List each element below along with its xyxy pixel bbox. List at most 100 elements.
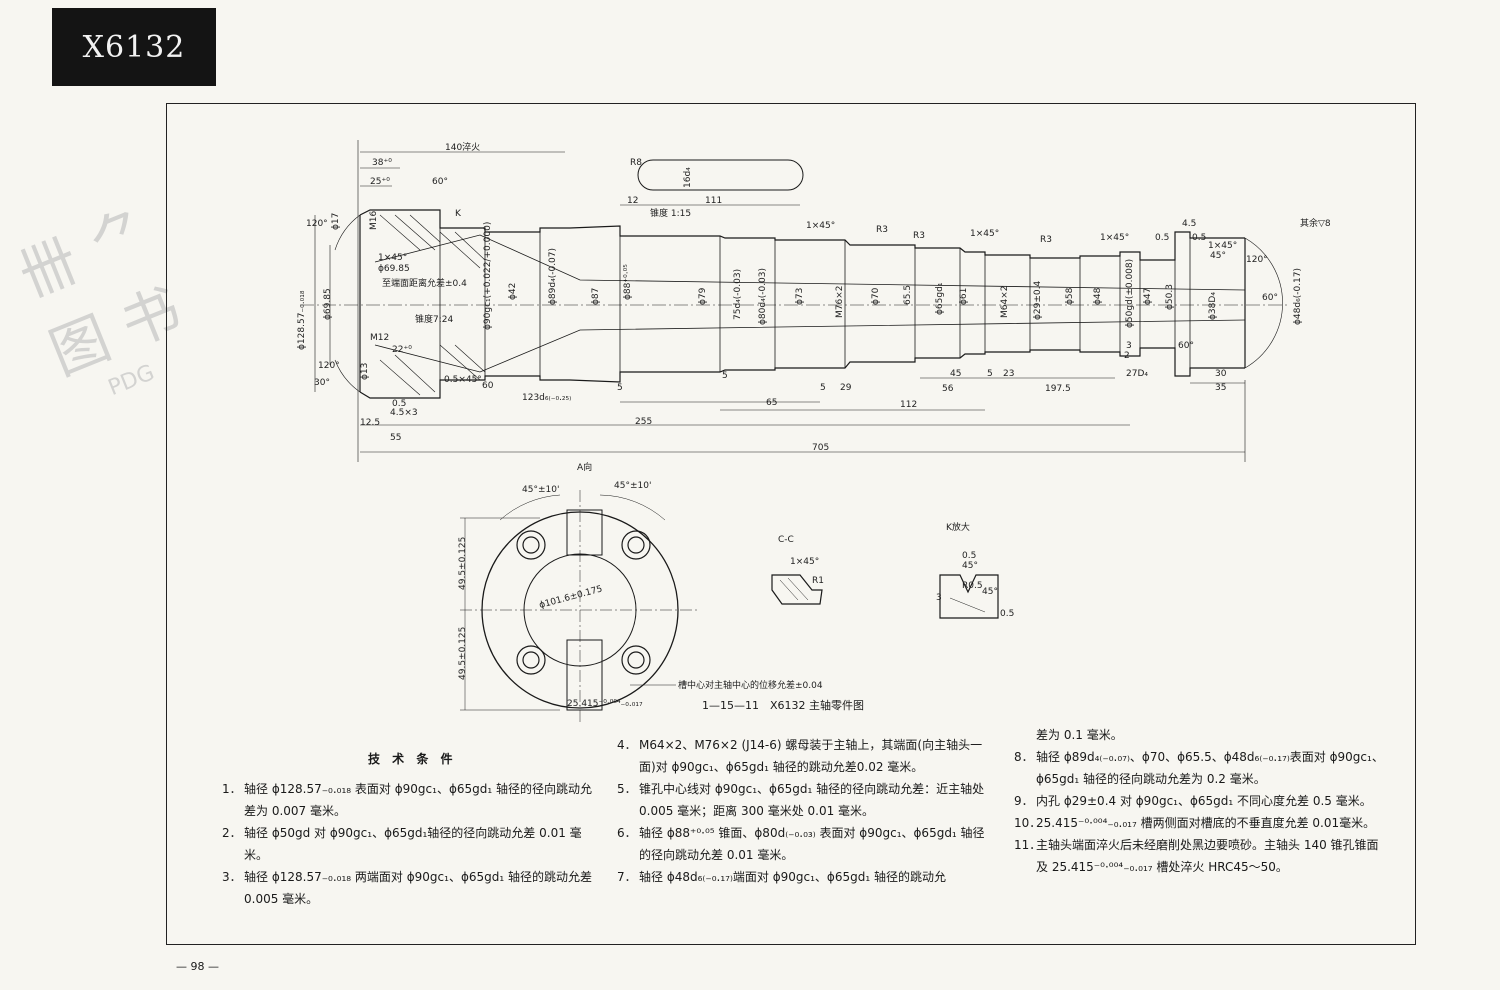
note-8: 8．轴径 ϕ89d₄₍₋₀.₀₇₎、ϕ70、ϕ65.5、ϕ48d₆₍₋₀.₁₇₎… bbox=[1014, 750, 1384, 786]
label-d73: ϕ73 bbox=[795, 288, 805, 305]
label-d79: ϕ79 bbox=[698, 287, 708, 305]
label-len-5b: 5 bbox=[722, 371, 728, 381]
note-7-continued: 差为 0.1 毫米。 bbox=[1036, 728, 1123, 742]
label-len-123: 123d₆₍₋₀.₂₅₎ bbox=[522, 393, 571, 403]
label-len-12: 12 bbox=[627, 196, 638, 206]
note-9: 9．内孔 ϕ29±0.4 对 ϕ90gc₁、ϕ65gd₁ 不同心度允差 0.5 … bbox=[1014, 794, 1372, 808]
label-d48d: ϕ48d₆(-0.17) bbox=[1293, 268, 1303, 325]
label-len-4-5b: 4.5 bbox=[1182, 219, 1196, 229]
notes-column-3: 差为 0.1 毫米。 8．轴径 ϕ89d₄₍₋₀.₀₇₎、ϕ70、ϕ65.5、ϕ… bbox=[1014, 724, 1389, 878]
label-d65gd: ϕ65gd₁ bbox=[935, 282, 945, 315]
label-d50-3: ϕ50.3 bbox=[1165, 284, 1175, 310]
label-d42: ϕ42 bbox=[508, 283, 518, 300]
label-d90: ϕ90gc₁(+0.022/+0.000) bbox=[483, 222, 493, 330]
label-angle-45: 45° bbox=[1210, 251, 1226, 261]
note-11: 11．主轴头端面淬火后未经磨削处黑边要喷砂。主轴头 140 锥孔锥面及 25.4… bbox=[1014, 838, 1379, 874]
label-d13: ϕ13 bbox=[360, 363, 370, 380]
label-len-56: 56 bbox=[942, 384, 954, 394]
label-chamfer-0-5: 0.5×45° bbox=[444, 375, 482, 385]
label-chamfer-d: 1×45° bbox=[1100, 233, 1129, 243]
label-len-2: 2 bbox=[1124, 351, 1130, 361]
label-m76: M76×2 bbox=[835, 286, 845, 318]
label-k-0-5b: 0.5 bbox=[1000, 609, 1014, 619]
label-r3-c: R3 bbox=[1040, 235, 1052, 245]
label-d47: ϕ47 bbox=[1143, 288, 1153, 305]
label-d69-small: ϕ69.85 bbox=[378, 264, 410, 274]
label-d29: ϕ29±0.4 bbox=[1033, 280, 1043, 320]
label-d38: ϕ38D₄ bbox=[1208, 292, 1218, 320]
label-view-a: A向 bbox=[577, 461, 592, 473]
label-len-49-5b: 49.5±0.125 bbox=[458, 627, 468, 680]
label-len-25: 25⁺⁰ bbox=[370, 177, 390, 187]
label-len-255: 255 bbox=[635, 417, 652, 427]
label-d50gd: ϕ50gd(±0.008) bbox=[1125, 259, 1135, 328]
label-k-3: 3 bbox=[936, 593, 942, 603]
label-m64: M64×2 bbox=[1000, 286, 1010, 318]
notes-title: 技 术 条 件 bbox=[368, 752, 457, 766]
label-k: K bbox=[455, 209, 462, 219]
note-5: 5．锥孔中心线对 ϕ90gc₁、ϕ65gd₁ 轴径的径向跳动允差：近主轴处 0.… bbox=[617, 782, 985, 818]
label-k-r0-5: R0.5 bbox=[962, 581, 983, 591]
label-k-0-5: 0.5 bbox=[962, 551, 976, 561]
label-d101-6: ϕ101.6±0.175 bbox=[538, 584, 603, 610]
label-chamfer-a: 1×45° bbox=[378, 253, 407, 263]
label-k-detail: K放大 bbox=[946, 521, 970, 533]
label-m12: M12 bbox=[370, 333, 389, 343]
label-chamfer-e: 1×45° bbox=[1208, 241, 1237, 251]
label-taper-1-15: 锥度 1:15 bbox=[650, 207, 691, 219]
label-d48: ϕ48 bbox=[1093, 287, 1103, 305]
label-d75: 75d₄(-0.03) bbox=[733, 269, 743, 320]
label-len-705: 705 bbox=[812, 443, 829, 453]
notes-column-2: 4．M64×2、M76×2 (J14-6) 螺母装于主轴上，其端面(向主轴头一面… bbox=[617, 734, 992, 888]
label-d88: ϕ88⁺⁰·⁰⁵ bbox=[623, 264, 633, 300]
label-angle-45-10a: 45°±10' bbox=[522, 485, 559, 495]
label-angle-60-right2: 60° bbox=[1178, 341, 1194, 351]
label-len-22: 22⁺⁰ bbox=[392, 345, 412, 355]
label-d128: ϕ128.57₋₀.₀₁₈ bbox=[297, 290, 307, 350]
label-angle-60-right: 60° bbox=[1262, 293, 1278, 303]
label-k-45: 45° bbox=[962, 561, 978, 571]
label-len-3: 3 bbox=[1126, 341, 1132, 351]
notes-column-1: 1．轴径 ϕ128.57₋₀.₀₁₈ 表面对 ϕ90gc₁、ϕ65gd₁ 轴径的… bbox=[222, 778, 597, 910]
label-len-49-5a: 49.5±0.125 bbox=[458, 537, 468, 590]
label-d17: ϕ17 bbox=[331, 213, 341, 230]
page-number: — 98 — bbox=[176, 960, 219, 973]
label-len-197-5: 197.5 bbox=[1045, 384, 1071, 394]
label-len-38: 38⁺⁰ bbox=[372, 158, 392, 168]
label-len-30: 30 bbox=[1215, 369, 1227, 379]
note-3: 3．轴径 ϕ128.57₋₀.₀₁₈ 两端面对 ϕ90gc₁、ϕ65gd₁ 轴径… bbox=[222, 870, 592, 906]
label-len-0-5c: 0.5 bbox=[1192, 233, 1206, 243]
label-slot-16: 16d₄ bbox=[683, 167, 693, 188]
label-angle-120-bottom: 120° bbox=[318, 361, 340, 371]
note-4: 4．M64×2、M76×2 (J14-6) 螺母装于主轴上，其端面(向主轴头一面… bbox=[617, 738, 983, 774]
label-m16: M16 bbox=[369, 211, 379, 230]
label-angle-120-top: 120° bbox=[306, 219, 328, 229]
label-len-112: 112 bbox=[900, 400, 917, 410]
label-len-35: 35 bbox=[1215, 383, 1226, 393]
label-d89: ϕ89d₄(-0.07) bbox=[548, 248, 558, 305]
label-cc-r1: R1 bbox=[812, 576, 824, 586]
label-slot-note: 槽中心对主轴中心的位移允差±0.04 bbox=[678, 679, 823, 691]
label-k-45b: 45° bbox=[982, 587, 998, 597]
label-d70: ϕ70 bbox=[871, 287, 881, 305]
note-6: 6．轴径 ϕ88⁺⁰·⁰⁵ 锥面、ϕ80d₍₋₀.₀₃₎ 表面对 ϕ90gc₁、… bbox=[617, 826, 985, 862]
label-angle-30: 30° bbox=[314, 378, 330, 388]
label-r3-a: R3 bbox=[876, 225, 888, 235]
label-angle-120-right: 120° bbox=[1246, 255, 1268, 265]
label-len-23: 23 bbox=[1003, 369, 1014, 379]
note-7: 7．轴径 ϕ48d₆₍₋₀.₁₇₎端面对 ϕ90gc₁、ϕ65gd₁ 轴径的跳动… bbox=[617, 870, 946, 884]
label-r3-b: R3 bbox=[913, 231, 925, 241]
label-cc-chamfer: 1×45° bbox=[790, 557, 819, 567]
label-len-12-5: 12.5 bbox=[360, 418, 380, 428]
label-face-tolerance: 至端面距离允差±0.4 bbox=[382, 277, 467, 289]
label-d61: ϕ61 bbox=[959, 288, 969, 305]
label-len-29: 29 bbox=[840, 383, 852, 393]
label-chamfer-c: 1×45° bbox=[970, 229, 999, 239]
label-len-5c: 5 bbox=[820, 383, 826, 393]
drawing-frame bbox=[166, 103, 1416, 945]
label-chamfer-b: 1×45° bbox=[806, 221, 835, 231]
label-len-111: 111 bbox=[705, 196, 722, 206]
label-len-55: 55 bbox=[390, 433, 401, 443]
label-quench: 140淬火 bbox=[445, 141, 480, 153]
